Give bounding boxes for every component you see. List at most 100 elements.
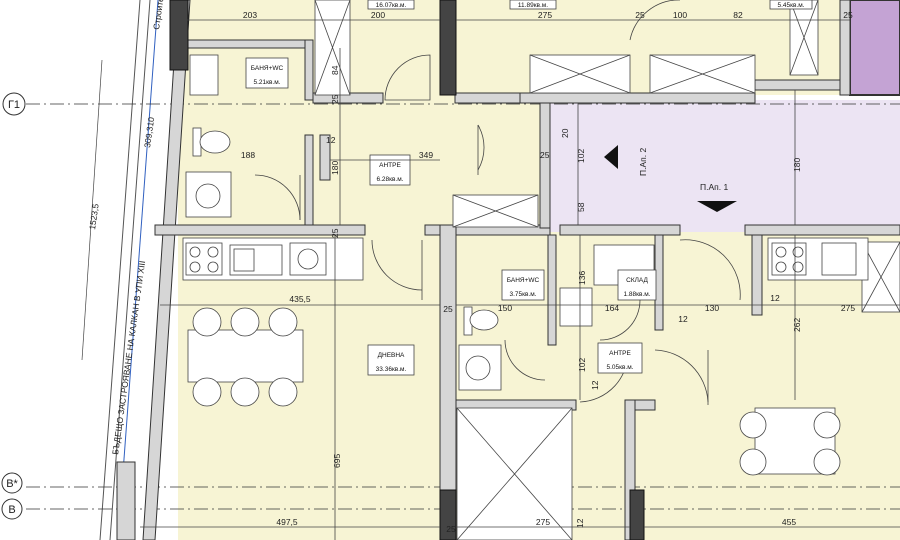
room-label: СКЛАД [626, 277, 648, 284]
wall-right-top [559, 224, 681, 236]
dim: 25 [540, 150, 550, 160]
shower-drain [465, 355, 491, 381]
dim: 150 [498, 303, 512, 313]
column [629, 489, 645, 540]
hob-burner [207, 246, 219, 258]
dim-line-long [81, 59, 103, 361]
chair [230, 377, 260, 407]
hob-burner [297, 248, 319, 270]
hob-burner [792, 246, 804, 258]
dim: 164 [605, 303, 619, 313]
room-storage: СКЛАД 1.88кв.м. [617, 269, 657, 301]
dim: 455 [782, 517, 796, 527]
wardrobe [456, 407, 573, 540]
axis-vstar-bubble [1, 472, 23, 494]
dim: 25 [635, 10, 645, 20]
dim: 12 [590, 380, 600, 390]
door-swing [679, 239, 741, 301]
corridor-label-vertical: П.Ап. 2 [638, 148, 648, 176]
wall-hall1-mid [319, 134, 331, 181]
wall-left-bottom [116, 461, 136, 540]
column [439, 0, 457, 96]
wardrobe [789, 0, 819, 76]
room-area: 6.28кв.м. [376, 176, 403, 183]
wall-top-right-b [754, 79, 851, 91]
axis-g1-label: Г1 [8, 99, 20, 111]
room-label: АНТРЕ [379, 162, 401, 169]
chair [192, 307, 222, 337]
room-area: 5.45кв.м. [777, 2, 804, 9]
corridor-floor [545, 100, 900, 232]
hob-burner [207, 261, 219, 273]
sink-right [821, 242, 857, 276]
chair [268, 307, 298, 337]
room-hall2: АНТРЕ 5.05кв.м. [597, 342, 643, 374]
room-top1: 16.07кв.м. [367, 0, 415, 10]
dim: 130 [705, 303, 719, 313]
wall-top-mid [454, 92, 521, 104]
wardrobe [314, 0, 351, 96]
plot-line [117, 0, 159, 540]
dim: 275 [536, 517, 550, 527]
shower-tray-2 [458, 344, 502, 391]
dim: 25 [446, 524, 456, 534]
dim: 20 [560, 128, 570, 138]
neighbor-dim-a: 1523,5 [87, 203, 101, 230]
corridor-arrow-down [697, 201, 737, 212]
chair [739, 411, 767, 439]
dim: 58 [576, 202, 586, 212]
room-area: 3.75кв.м. [509, 291, 536, 298]
wardrobe [452, 194, 539, 228]
neighbor-dim-b: 309,310 [142, 116, 156, 148]
dim: 12 [770, 293, 780, 303]
boundary-line [99, 0, 141, 540]
door-swing [371, 239, 423, 291]
chair [192, 377, 222, 407]
room-bath2: БАНЯ+WC 3.75кв.м. [501, 269, 545, 301]
dining-table [187, 329, 304, 383]
room-top2: 11.89кв.м. [509, 0, 557, 10]
axis-g1-bubble [2, 92, 26, 116]
door-swing [629, 0, 680, 41]
room-area: 1.88кв.м. [623, 291, 650, 298]
wall-top-left [177, 39, 309, 49]
wall-kitchen-top [154, 224, 366, 236]
dim: 349 [419, 150, 433, 160]
toilet-bowl [199, 130, 231, 154]
kitchen-sink-bowl [233, 248, 255, 272]
bath1-basin-counter [189, 54, 219, 96]
room-label: БАНЯ+WC [507, 277, 540, 284]
door-swing [477, 124, 485, 171]
room-label: БАНЯ+WC [251, 65, 284, 72]
hob-right [289, 242, 327, 276]
dim: 12 [575, 518, 585, 528]
wall-far-right-v [751, 234, 763, 316]
chair [230, 307, 260, 337]
wall-bath1-right [304, 39, 314, 101]
hob-burner [775, 261, 787, 273]
dim: 435,5 [289, 294, 311, 304]
axis-vstar-label: В* [6, 478, 18, 490]
wall-top-right-a [519, 92, 756, 104]
chair [813, 411, 841, 439]
wall-hall2-v [624, 399, 636, 540]
dim: 203 [243, 10, 257, 20]
room-area: 33.36кв.м. [376, 366, 407, 373]
room-area: 16.07кв.м. [376, 2, 407, 9]
dim: 275 [538, 10, 552, 20]
door-swing [504, 339, 546, 381]
room-area: 5.05кв.м. [606, 364, 633, 371]
room-area: 11.89кв.м. [518, 2, 548, 9]
wall-corridor-left [539, 102, 551, 229]
dim: 102 [576, 149, 586, 163]
wall-bath1-side [304, 134, 314, 226]
dim: 25 [330, 94, 340, 104]
shower-drain [195, 183, 221, 209]
wardrobe [529, 54, 631, 94]
stair-zone [849, 0, 900, 96]
dim: 136 [577, 271, 587, 285]
door-swing [254, 174, 301, 221]
dim: 12 [678, 314, 688, 324]
dim: 25 [330, 228, 340, 238]
